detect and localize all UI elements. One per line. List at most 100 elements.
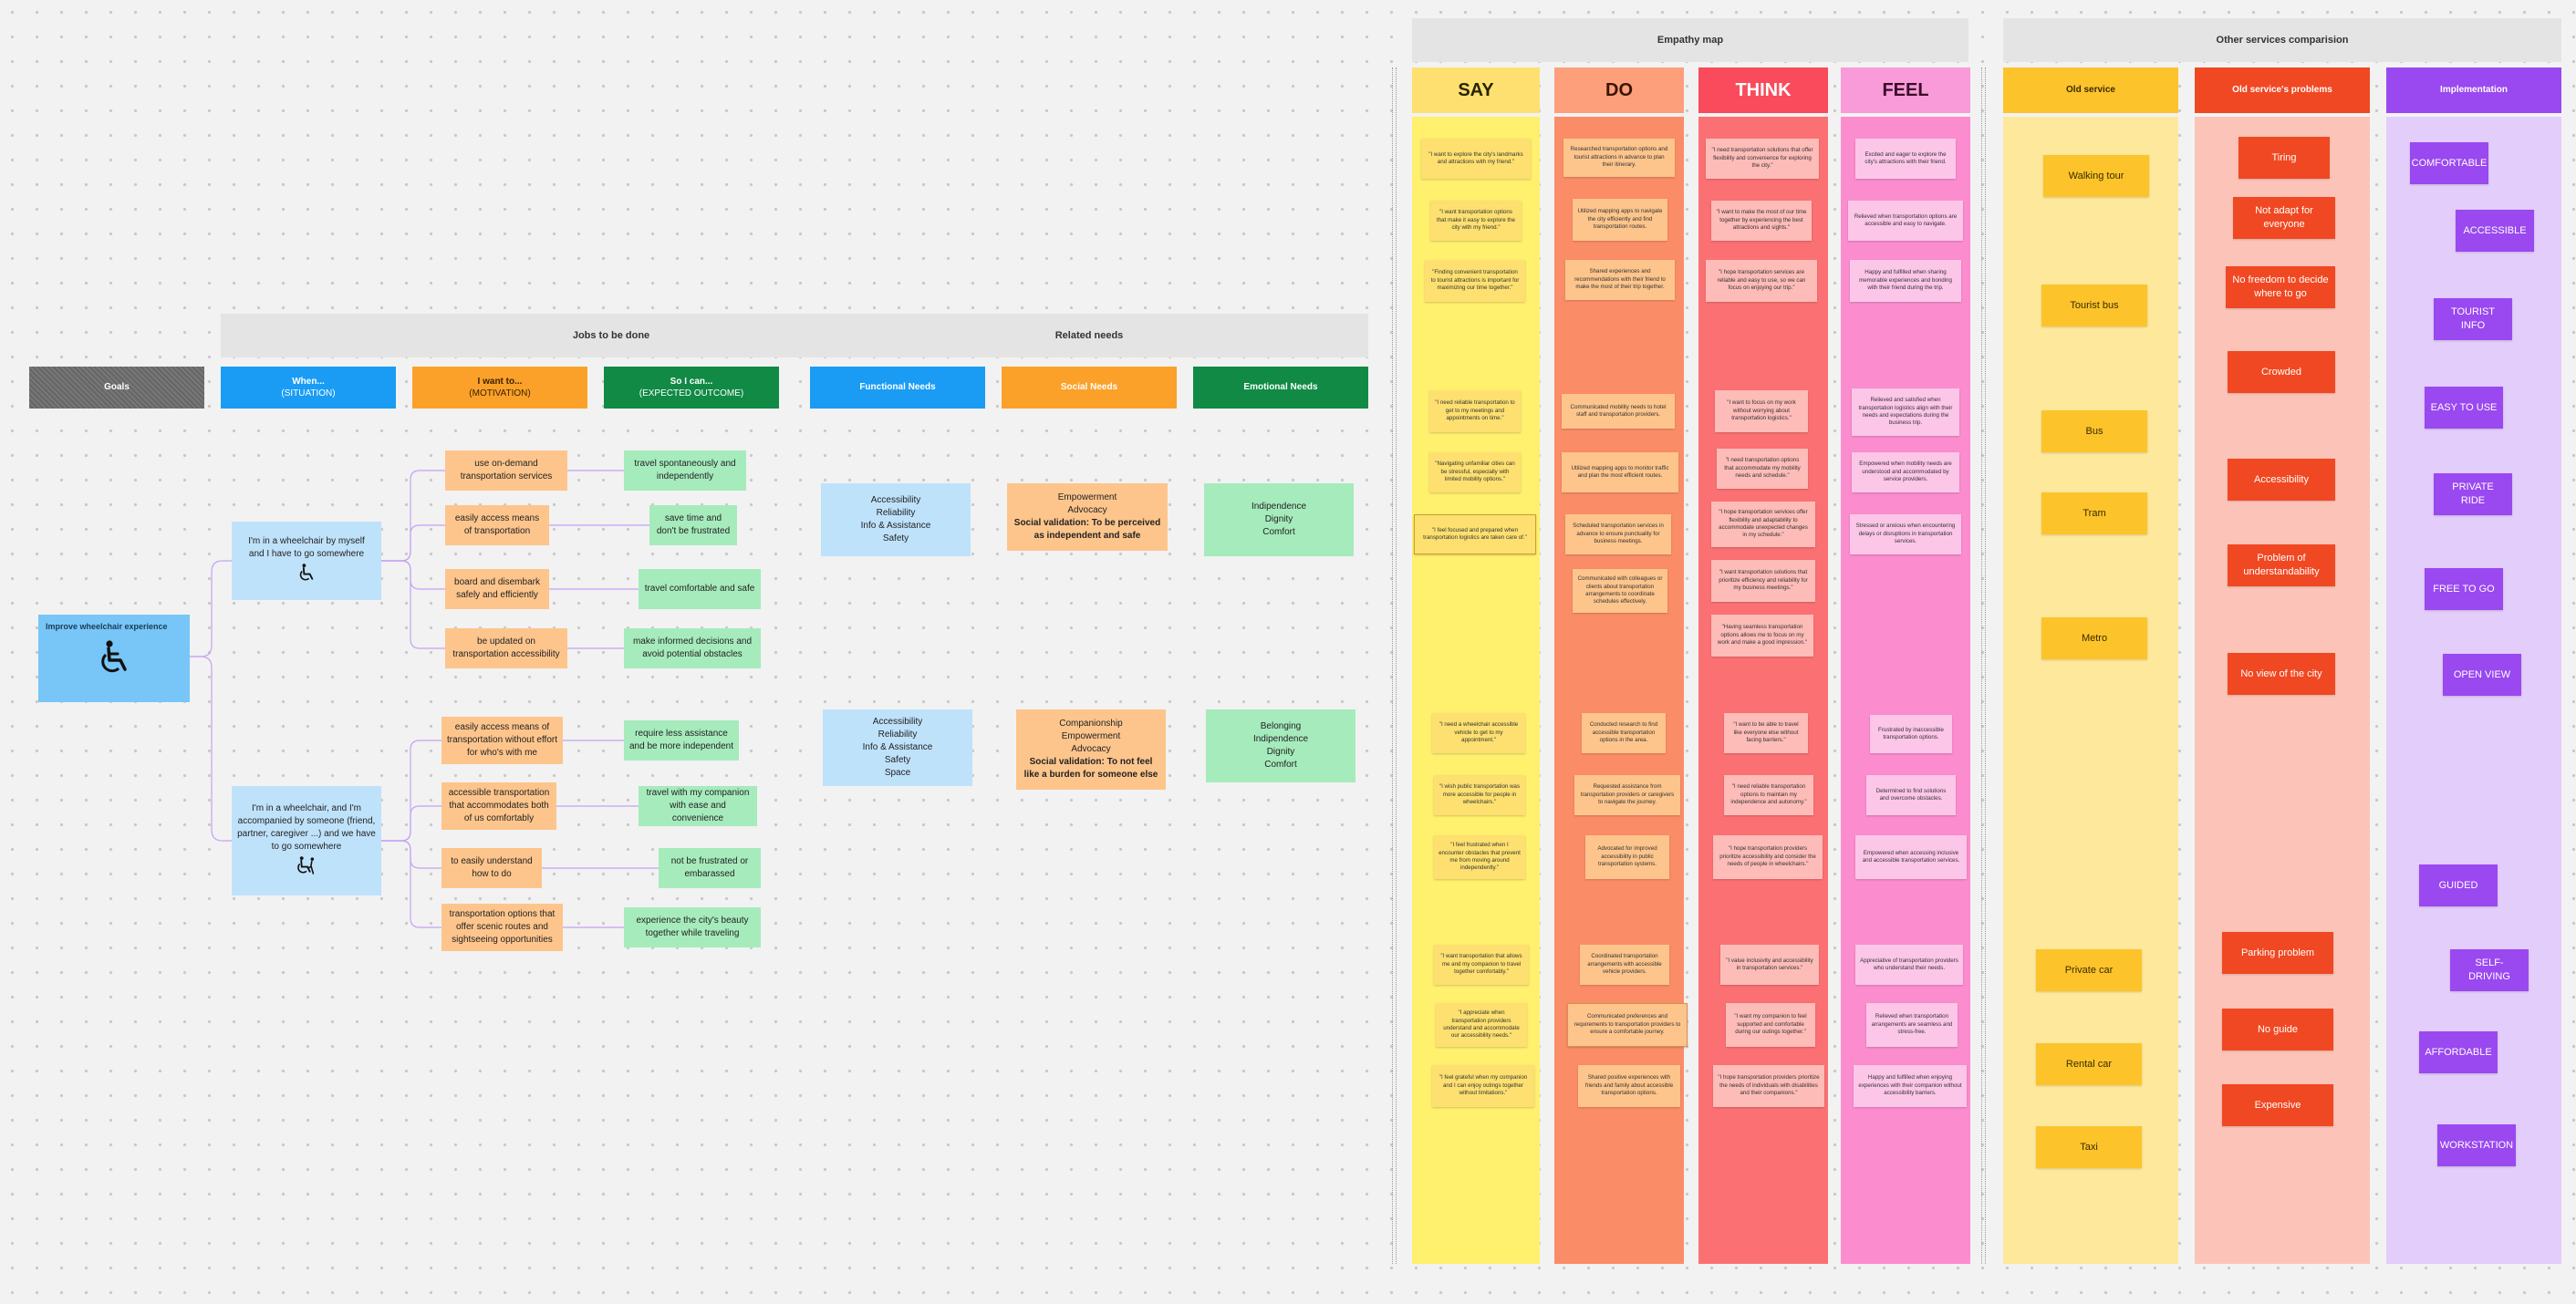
do-note[interactable]: Shared experiences and recommendations w…	[1565, 260, 1675, 300]
old-service-note[interactable]: Metro	[2041, 617, 2147, 659]
outcome-note[interactable]: travel with my companion with ease and c…	[639, 786, 757, 826]
say-note[interactable]: "I appreciate when transportation provid…	[1436, 1003, 1527, 1047]
feel-note[interactable]: Relieved when transportation options are…	[1848, 201, 1963, 241]
implementation-note[interactable]: COMFORTABLE	[2410, 142, 2488, 184]
outcome-note[interactable]: require less assistance and be more inde…	[624, 720, 739, 761]
feel-note[interactable]: Appreciative of transportation providers…	[1855, 945, 1963, 985]
say-note[interactable]: "I want transportation that allows me an…	[1434, 945, 1529, 985]
motivation-note[interactable]: be updated on transportation accessibili…	[445, 628, 567, 668]
functional-needs-note-2[interactable]: Accessibility Reliability Info & Assista…	[823, 709, 972, 786]
outcome-note[interactable]: travel comfortable and safe	[639, 569, 761, 609]
problem-note[interactable]: Accessibility	[2228, 459, 2335, 501]
motivation-note[interactable]: easily access means of transportation wi…	[441, 717, 563, 764]
old-service-note[interactable]: Rental car	[2036, 1043, 2142, 1085]
think-note[interactable]: "I need transportation options that acco…	[1717, 449, 1808, 489]
do-note[interactable]: Conducted research to find accessible tr…	[1582, 713, 1666, 753]
old-service-note[interactable]: Taxi	[2036, 1126, 2142, 1168]
social-needs-note-1[interactable]: Empowerment Advocacy Social validation: …	[1007, 483, 1168, 551]
feel-note[interactable]: Happy and fulfilled when enjoying experi…	[1854, 1065, 1967, 1107]
do-note[interactable]: Advocated for improved accessibility in …	[1585, 835, 1669, 879]
think-note[interactable]: "I need reliable transportation options …	[1724, 775, 1813, 815]
think-note[interactable]: "I hope transportation services offer fl…	[1711, 502, 1815, 547]
do-note[interactable]: Utilized mapping apps to monitor traffic…	[1562, 452, 1678, 492]
implementation-note[interactable]: PRIVATE RIDE	[2434, 473, 2512, 515]
emotional-needs-note-2[interactable]: Belonging Indipendence Dignity Comfort	[1206, 709, 1356, 782]
emotional-needs-note-1[interactable]: Indipendence Dignity Comfort	[1204, 483, 1354, 556]
old-service-note[interactable]: Tourist bus	[2041, 285, 2147, 326]
implementation-note[interactable]: ACCESSIBLE	[2456, 210, 2534, 252]
feel-note[interactable]: Happy and fulfilled when sharing memorab…	[1850, 260, 1961, 302]
implementation-note[interactable]: AFFORDABLE	[2419, 1031, 2498, 1073]
feel-note[interactable]: Frustrated by inaccessible transportatio…	[1870, 715, 1952, 753]
outcome-note[interactable]: not be frustrated or embarassed	[659, 848, 761, 888]
feel-note[interactable]: Empowered when mobility needs are unders…	[1852, 452, 1959, 492]
problem-note[interactable]: No view of the city	[2228, 653, 2335, 695]
situation-accompanied[interactable]: I'm in a wheelchair, and I'm accompanied…	[232, 786, 381, 895]
feel-note[interactable]: Relieved and satisfied when transportati…	[1852, 388, 1959, 436]
feel-note[interactable]: Empowered when accessing inclusive and a…	[1855, 835, 1967, 879]
do-note[interactable]: Coordinated transportation arrangements …	[1580, 945, 1669, 985]
motivation-note[interactable]: to easily understand how to do	[441, 848, 542, 888]
old-service-note[interactable]: Private car	[2036, 949, 2142, 991]
outcome-note[interactable]: travel spontaneously and independently	[624, 450, 746, 491]
outcome-note[interactable]: save time and don't be frustrated	[649, 505, 737, 545]
say-note[interactable]: "I feel frustrated when I encounter obst…	[1434, 835, 1525, 879]
problem-note[interactable]: No guide	[2222, 1009, 2333, 1050]
problem-note[interactable]: Crowded	[2228, 351, 2335, 393]
say-note[interactable]: "I need reliable transportation to get t…	[1429, 390, 1521, 432]
say-note[interactable]: "I wish public transportation was more a…	[1434, 775, 1525, 815]
implementation-note[interactable]: TOURIST INFO	[2434, 298, 2512, 340]
say-note[interactable]: "I want to explore the city's landmarks …	[1421, 139, 1531, 179]
say-note[interactable]: "Navigating unfamiliar cities can be str…	[1429, 452, 1521, 492]
motivation-note[interactable]: use on-demand transportation services	[445, 450, 567, 491]
do-note[interactable]: Utilized mapping apps to navigate the ci…	[1573, 199, 1667, 241]
do-note[interactable]: Communicated mobility needs to hotel sta…	[1562, 394, 1675, 429]
think-note[interactable]: "Having seamless transportation options …	[1711, 615, 1813, 657]
think-note[interactable]: "I value inclusivity and accessibility i…	[1720, 945, 1819, 985]
outcome-note[interactable]: experience the city's beauty together wh…	[624, 907, 761, 947]
do-note[interactable]: Requested assistance from transportation…	[1574, 775, 1680, 815]
motivation-note[interactable]: easily access means of transportation	[445, 505, 549, 545]
motivation-note[interactable]: board and disembark safely and efficient…	[445, 569, 549, 609]
do-note[interactable]: Communicated with colleagues or clients …	[1573, 569, 1667, 613]
think-note[interactable]: "I hope transportation providers priorit…	[1713, 1065, 1824, 1107]
motivation-note[interactable]: accessible transportation that accommoda…	[441, 782, 556, 830]
social-needs-note-2[interactable]: Companionship Empowerment Advocacy Socia…	[1016, 709, 1166, 790]
feel-note[interactable]: Determined to find solutions and overcom…	[1866, 775, 1956, 815]
old-service-note[interactable]: Bus	[2041, 410, 2147, 452]
goal-note[interactable]: Improve wheelchair experience	[38, 615, 190, 702]
do-note[interactable]: Shared positive experiences with friends…	[1578, 1065, 1680, 1107]
think-note[interactable]: "I want to focus on my work without worr…	[1715, 390, 1808, 432]
think-note[interactable]: "I hope transportation services are reli…	[1706, 260, 1817, 302]
problem-note[interactable]: Expensive	[2222, 1084, 2333, 1126]
say-note[interactable]: "I feel focused and prepared when transp…	[1414, 514, 1536, 554]
say-note[interactable]: "I want transportation options that make…	[1430, 201, 1522, 241]
problem-note[interactable]: Tiring	[2238, 137, 2330, 179]
implementation-note[interactable]: GUIDED	[2419, 864, 2498, 906]
feel-note[interactable]: Excited and eager to explore the city's …	[1855, 139, 1956, 179]
problem-note[interactable]: Not adapt for everyone	[2233, 197, 2335, 239]
think-note[interactable]: "I want to make the most of our time tog…	[1711, 201, 1812, 241]
problem-note[interactable]: Parking problem	[2222, 932, 2333, 974]
think-note[interactable]: "I hope transportation providers priorit…	[1713, 835, 1823, 879]
feel-note[interactable]: Relieved when transportation arrangement…	[1866, 1003, 1958, 1047]
old-service-note[interactable]: Walking tour	[2043, 155, 2149, 197]
do-note[interactable]: Researched transportation options and to…	[1563, 139, 1675, 177]
problem-note[interactable]: No freedom to decide where to go	[2226, 266, 2335, 308]
old-service-note[interactable]: Tram	[2041, 492, 2147, 534]
situation-solo[interactable]: I'm in a wheelchair by myself and I have…	[232, 522, 381, 600]
say-note[interactable]: "I need a wheelchair accessible vehicle …	[1432, 713, 1525, 753]
say-note[interactable]: "Finding convenient transportation to to…	[1425, 260, 1525, 302]
think-note[interactable]: "I want to be able to travel like everyo…	[1724, 713, 1808, 753]
functional-needs-note-1[interactable]: Accessibility Reliability Info & Assista…	[821, 483, 971, 556]
think-note[interactable]: "I need transportation solutions that of…	[1706, 139, 1819, 179]
say-note[interactable]: "I feel grateful when my companion and I…	[1432, 1065, 1534, 1107]
think-note[interactable]: "I want my companion to feel supported a…	[1726, 1003, 1815, 1047]
feel-note[interactable]: Stressed or anxious when encountering de…	[1850, 514, 1961, 554]
do-note[interactable]: Communicated preferences and requirement…	[1567, 1003, 1688, 1047]
implementation-note[interactable]: OPEN VIEW	[2443, 654, 2521, 696]
problem-note[interactable]: Problem of understandability	[2228, 544, 2335, 586]
think-note[interactable]: "I want transportation solutions that pr…	[1711, 560, 1815, 602]
do-note[interactable]: Scheduled transportation services in adv…	[1565, 514, 1671, 554]
implementation-note[interactable]: WORKSTATION	[2437, 1124, 2516, 1166]
